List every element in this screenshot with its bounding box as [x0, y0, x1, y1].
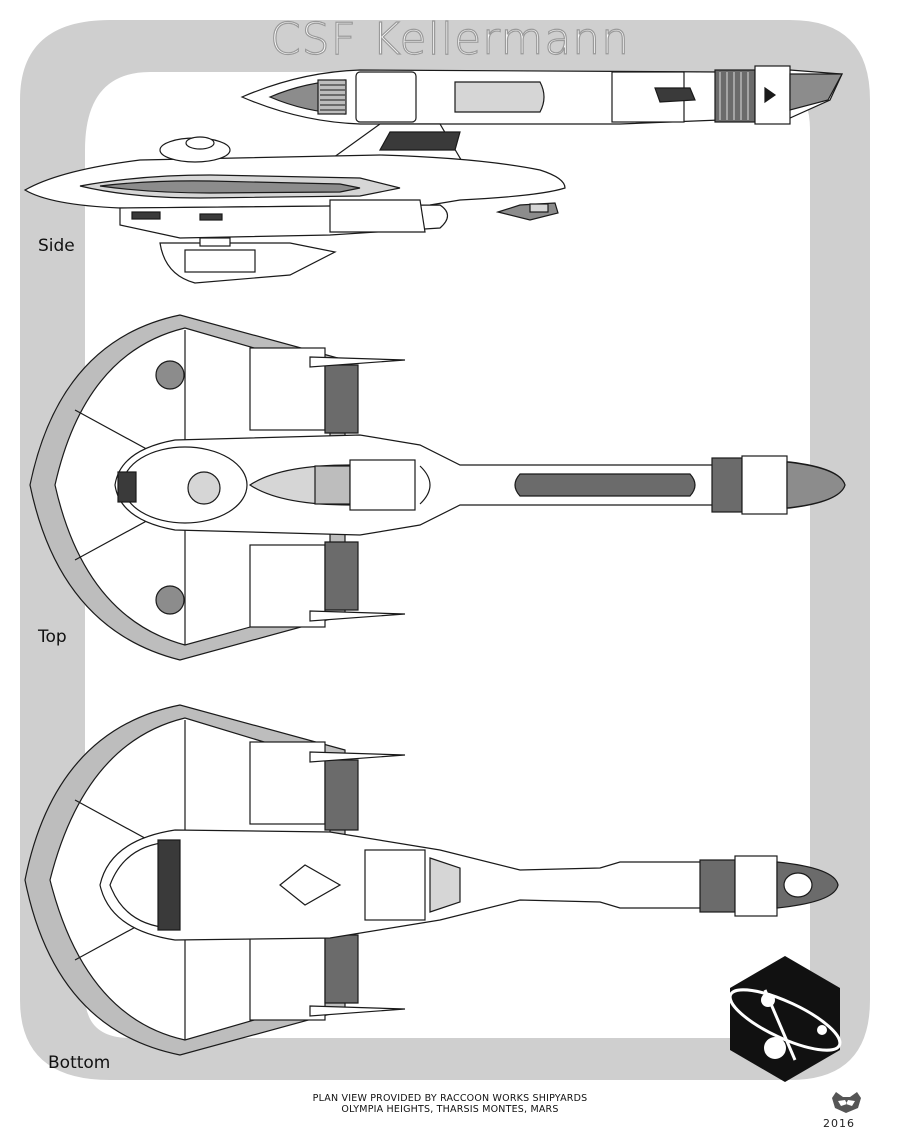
side-view — [23, 65, 844, 284]
credits: PLAN VIEW PROVIDED BY RACCOON WORKS SHIP… — [250, 1093, 650, 1115]
bottom-view — [24, 704, 839, 1056]
view-label-top: Top — [38, 627, 67, 647]
year-label: 2016 — [823, 1117, 855, 1130]
raccoon-face-icon — [832, 1092, 861, 1113]
top-view — [29, 314, 846, 661]
view-label-bottom: Bottom — [48, 1053, 111, 1073]
view-label-side: Side — [38, 236, 75, 256]
credits-line-1: PLAN VIEW PROVIDED BY RACCOON WORKS SHIP… — [312, 1093, 588, 1104]
ship-title: CSF Kellermann — [269, 13, 631, 65]
side-shuttle — [495, 202, 559, 221]
credits-line-2: OLYMPIA HEIGHTS, THARSIS MONTES, MARS — [341, 1104, 559, 1115]
hexagon-atom-emblem — [728, 956, 842, 1082]
